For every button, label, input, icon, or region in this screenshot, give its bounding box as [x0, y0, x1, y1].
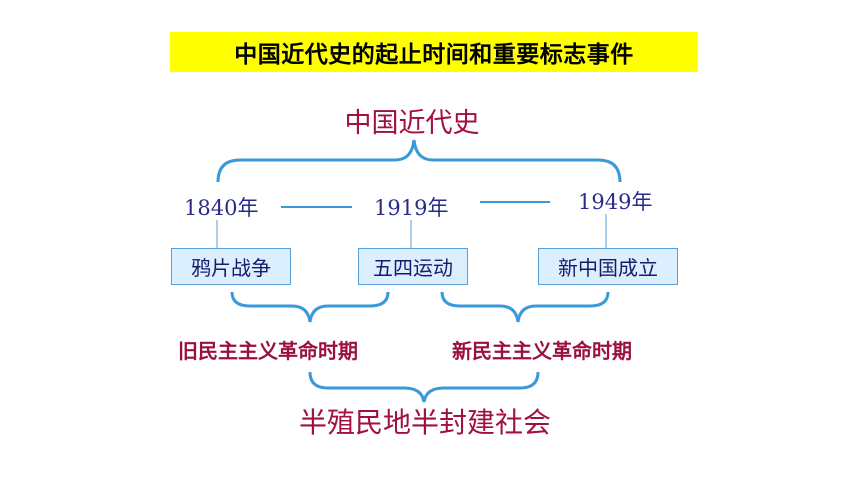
year-1840: 1840年: [184, 196, 259, 220]
event-may-fourth: 五四运动: [358, 248, 468, 285]
semi-colonial-label: 半殖民地半封建社会: [298, 406, 551, 439]
top-brace: [216, 139, 622, 183]
period-old-democratic: 旧民主主义革命时期: [178, 339, 358, 363]
title-banner: 中国近代史的起止时间和重要标志事件: [170, 32, 698, 72]
left-period-brace: [230, 291, 390, 323]
bottom-brace: [308, 371, 540, 403]
event-opium-war: 鸦片战争: [171, 248, 291, 285]
modern-history-label: 中国近代史: [344, 108, 480, 139]
event-new-china: 新中国成立: [538, 248, 678, 285]
year-1949: 1949年: [578, 190, 653, 214]
year-1919: 1919年: [374, 196, 449, 220]
title-text: 中国近代史的起止时间和重要标志事件: [234, 42, 634, 68]
event-label: 新中国成立: [558, 256, 658, 280]
event-label: 鸦片战争: [191, 256, 271, 280]
period-new-democratic: 新民主主义革命时期: [452, 339, 632, 363]
right-period-brace: [440, 291, 610, 323]
event-label: 五四运动: [373, 256, 453, 280]
